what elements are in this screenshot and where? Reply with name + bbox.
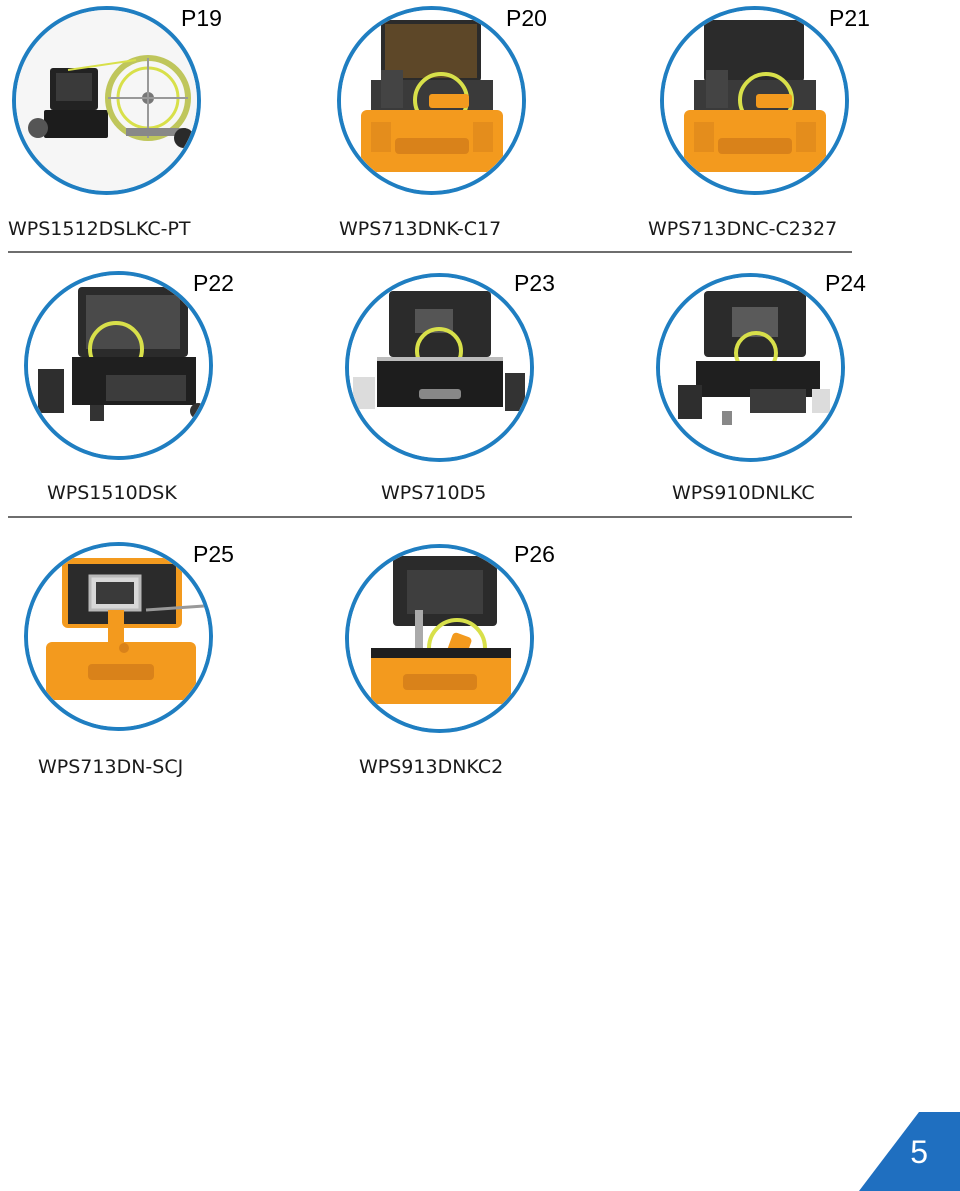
product-tag: P20 xyxy=(506,5,547,31)
product-image-circle xyxy=(345,544,534,733)
product-p19: P19 WPS1512DSLKC-PT xyxy=(8,2,270,252)
product-tag: P25 xyxy=(193,541,234,567)
product-tag: P23 xyxy=(514,270,555,296)
product-image-circle xyxy=(656,273,845,462)
product-model: WPS710D5 xyxy=(381,482,487,504)
orange-case-camera-image xyxy=(664,10,845,191)
product-tag: P26 xyxy=(514,541,555,567)
black-case-camera-image xyxy=(349,277,530,458)
product-model: WPS913DNKC2 xyxy=(359,756,504,778)
page-number: 5 xyxy=(910,1134,928,1170)
orange-case-camera-image xyxy=(349,548,530,729)
product-p24: P24 WPS910DNLKC xyxy=(654,267,914,517)
orange-case-frame-camera-image xyxy=(28,546,209,727)
row-divider xyxy=(8,251,852,253)
product-p23: P23 WPS710D5 xyxy=(343,267,603,517)
black-case-keyboard-camera-image xyxy=(28,275,209,456)
product-model: WPS713DNK-C17 xyxy=(339,218,502,240)
reel-cart-camera-image xyxy=(16,10,197,191)
product-image-circle xyxy=(345,273,534,462)
page-number-badge xyxy=(859,1112,960,1191)
product-p26: P26 WPS913DNKC2 xyxy=(343,538,603,788)
product-model: WPS713DNC-C2327 xyxy=(648,218,838,240)
product-model: WPS1510DSK xyxy=(47,482,177,504)
page-corner-shape xyxy=(859,1112,960,1191)
orange-case-camera-image xyxy=(341,10,522,191)
product-p21: P21 WPS713DNC-C2327 xyxy=(648,2,918,252)
product-image-circle xyxy=(12,6,201,195)
product-image-circle xyxy=(660,6,849,195)
row-divider xyxy=(8,516,852,518)
product-tag: P24 xyxy=(825,270,866,296)
product-p25: P25 WPS713DN-SCJ xyxy=(22,538,282,788)
product-tag: P21 xyxy=(829,5,870,31)
product-tag: P19 xyxy=(181,5,222,31)
product-image-circle xyxy=(24,542,213,731)
product-image-circle xyxy=(24,271,213,460)
product-model: WPS910DNLKC xyxy=(672,482,815,504)
product-p20: P20 WPS713DNK-C17 xyxy=(335,2,595,252)
product-tag: P22 xyxy=(193,270,234,296)
black-case-keyboard-camera-image xyxy=(660,277,841,458)
product-model: WPS713DN-SCJ xyxy=(38,756,184,778)
product-p22: P22 WPS1510DSK xyxy=(22,267,282,517)
product-image-circle xyxy=(337,6,526,195)
product-model: WPS1512DSLKC-PT xyxy=(8,218,191,240)
